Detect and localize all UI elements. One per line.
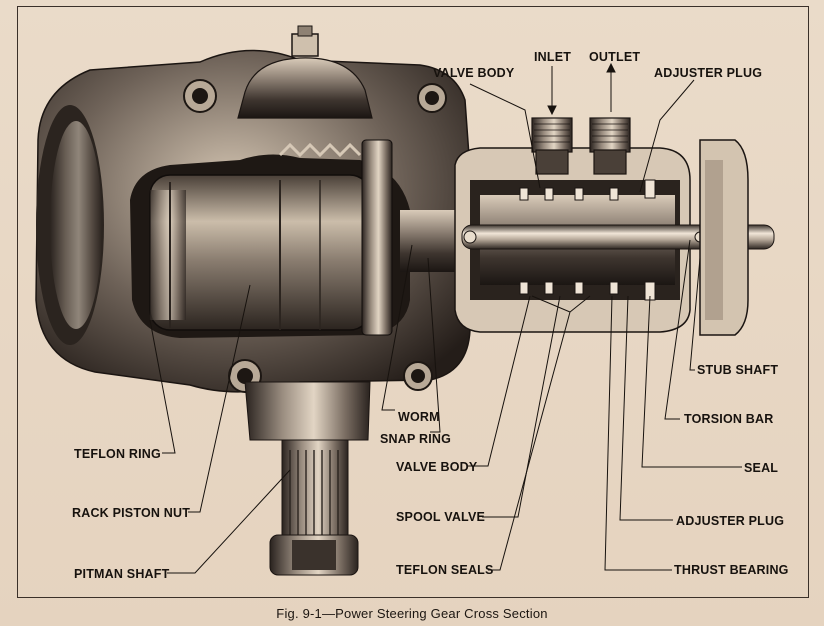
label-outlet: OUTLET bbox=[589, 50, 641, 64]
label-valve-body-bottom: VALVE BODY bbox=[396, 460, 478, 474]
leader-teflon-ring bbox=[149, 319, 176, 454]
leader-snap-ring bbox=[427, 257, 441, 433]
label-stub-shaft: STUB SHAFT bbox=[697, 363, 779, 377]
leader-thrust-bearing bbox=[604, 295, 672, 571]
label-snap-ring: SNAP RING bbox=[380, 432, 452, 446]
figure-caption: Fig. 9-1—Power Steering Gear Cross Secti… bbox=[276, 606, 548, 621]
leader-valve-body-top bbox=[469, 83, 541, 189]
label-rack-piston-nut: RACK PISTON NUT bbox=[72, 506, 191, 520]
leader-teflon-seals bbox=[488, 311, 571, 571]
label-spool-valve: SPOOL VALVE bbox=[396, 510, 486, 524]
figure-border bbox=[17, 6, 809, 598]
label-valve-body-top: VALVE BODY bbox=[433, 66, 515, 80]
leader-seal bbox=[641, 295, 742, 468]
label-seal: SEAL bbox=[744, 461, 779, 475]
label-thrust-bearing: THRUST BEARING bbox=[674, 563, 789, 577]
leader-valve-body-bottom bbox=[468, 295, 531, 467]
label-inlet: INLET bbox=[534, 50, 572, 64]
leader-stub-shaft bbox=[689, 257, 701, 371]
label-teflon-ring: TEFLON RING bbox=[74, 447, 161, 461]
label-torsion-bar: TORSION BAR bbox=[684, 412, 774, 426]
label-adjuster-plug-bottom: ADJUSTER PLUG bbox=[676, 514, 785, 528]
label-adjuster-plug-top: ADJUSTER PLUG bbox=[654, 66, 763, 80]
leader-torsion-bar bbox=[664, 239, 691, 420]
leader-spool-valve bbox=[482, 295, 561, 518]
leader-adjuster-plug-top bbox=[639, 79, 695, 193]
label-teflon-seals: TEFLON SEALS bbox=[396, 563, 494, 577]
label-pitman-shaft: PITMAN SHAFT bbox=[74, 567, 170, 581]
leader-rack-piston-nut bbox=[188, 284, 251, 513]
leader-pitman-shaft bbox=[167, 469, 291, 574]
leader-adjuster-plug-bottom bbox=[619, 295, 673, 521]
leader-worm bbox=[381, 244, 413, 411]
label-worm: WORM bbox=[398, 410, 440, 424]
